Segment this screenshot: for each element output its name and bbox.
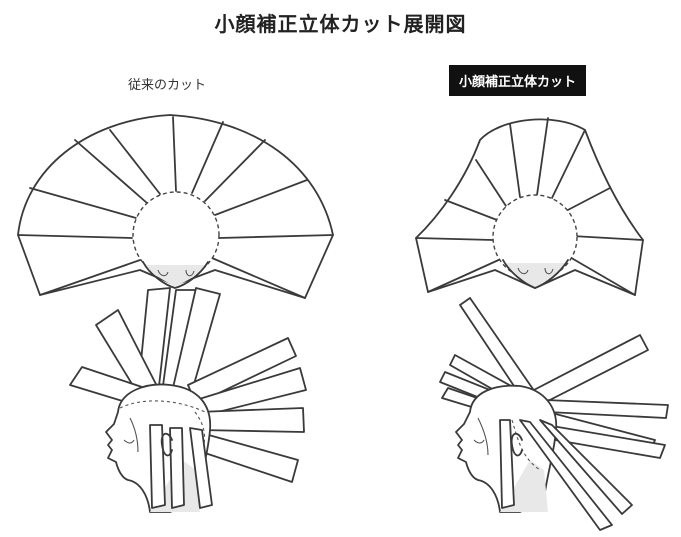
traditional-head-diagram <box>69 287 307 513</box>
face-correction-fan-diagram <box>415 117 644 296</box>
diagram-title: 小顔補正立体カット展開図 <box>214 12 467 36</box>
traditional-fan-diagram <box>17 114 334 299</box>
traditional-cut-label: 従来のカット <box>128 78 207 93</box>
face-correction-head-diagram <box>439 297 669 531</box>
face-correction-cut-label: 小顔補正立体カット <box>449 65 587 96</box>
